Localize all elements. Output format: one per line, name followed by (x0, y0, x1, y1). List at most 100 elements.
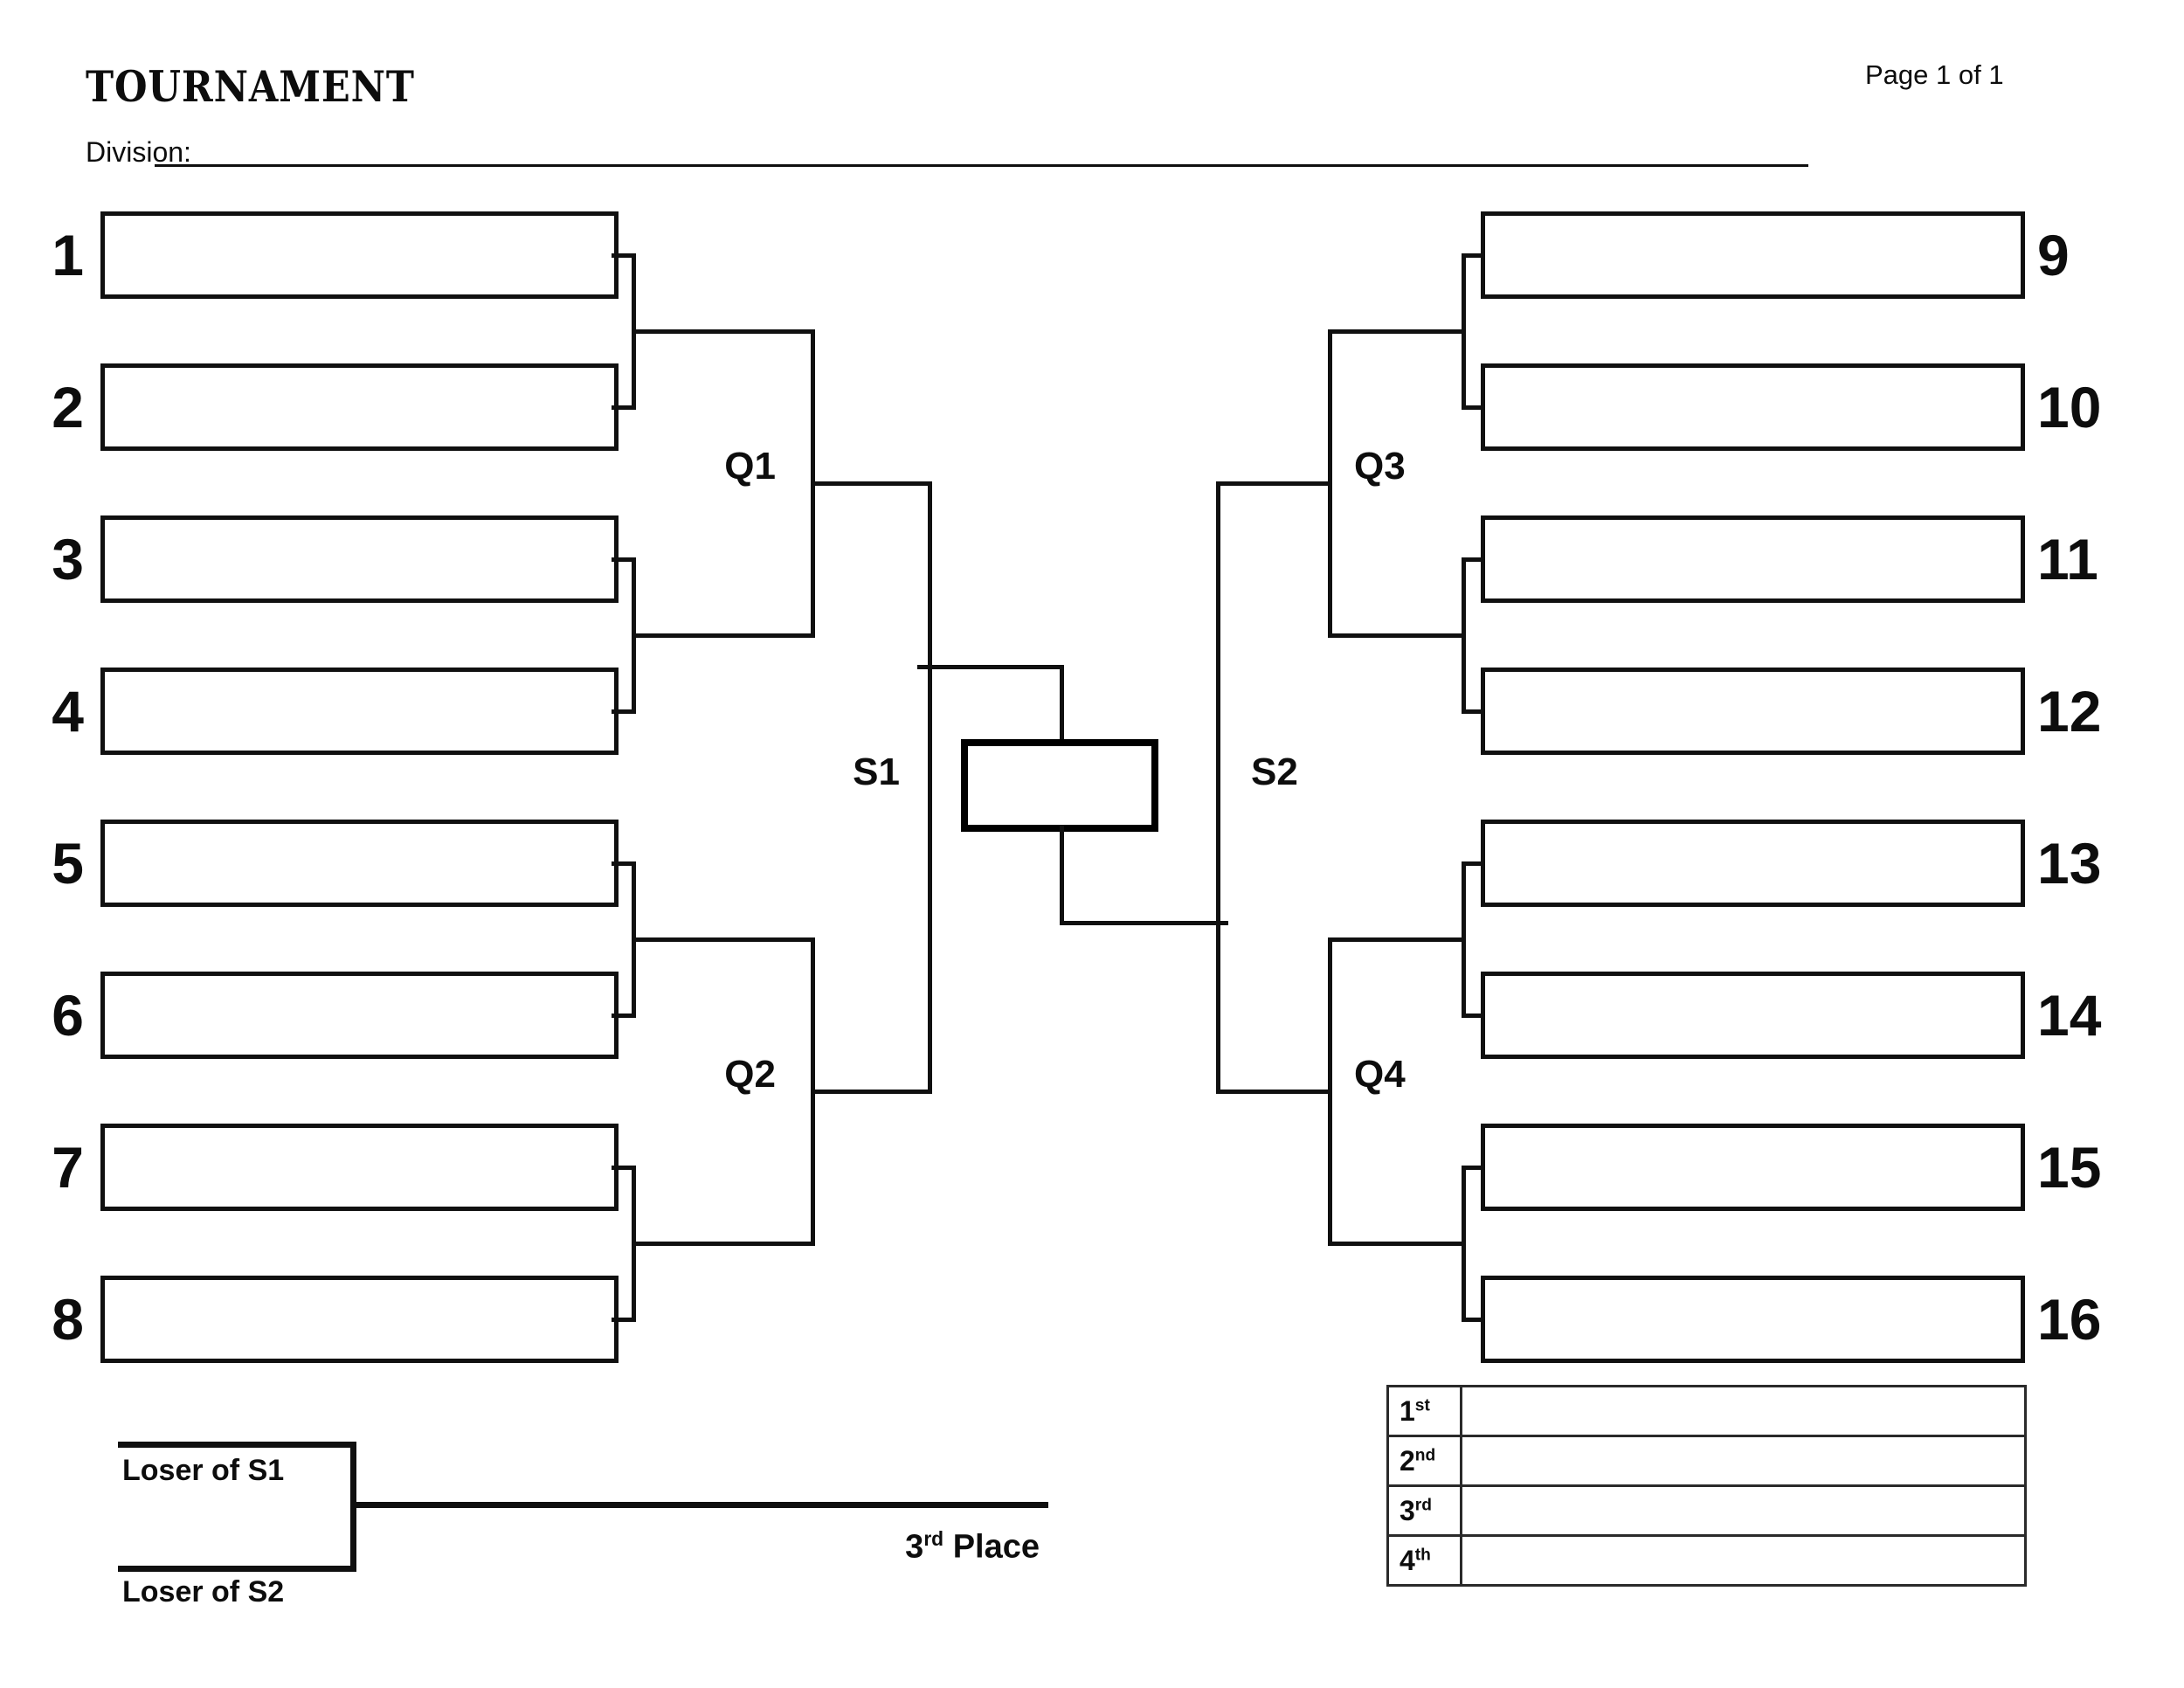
entry-box-seed-6[interactable] (100, 972, 619, 1059)
third-place-ordinal-suffix: rd (923, 1527, 944, 1550)
connector-line (1060, 921, 1228, 925)
connector-line (1462, 253, 1466, 410)
seed-label-15: 15 (2037, 1135, 2102, 1200)
seed-label-4: 4 (52, 679, 84, 744)
entry-box-seed-9[interactable] (1481, 211, 2025, 299)
connector-line (632, 937, 815, 942)
placing-rank-3rd: 3rd (1386, 1484, 1462, 1537)
connector-line (1462, 1013, 1485, 1018)
seed-label-12: 12 (2037, 679, 2102, 744)
entry-box-seed-4[interactable] (100, 668, 619, 755)
connector-line (1328, 937, 1466, 942)
entry-box-seed-8[interactable] (100, 1276, 619, 1363)
connector-line (1462, 709, 1485, 714)
connector-line (632, 633, 815, 638)
connector-line (612, 861, 636, 866)
placing-value-4th[interactable] (1460, 1534, 2027, 1587)
connector-line (1462, 405, 1485, 410)
rank-suffix: st (1414, 1395, 1430, 1415)
rank-suffix: th (1414, 1545, 1431, 1564)
page-title: TOURNAMENT (86, 61, 415, 112)
placing-table: 1st 2nd 3rd 4th (1386, 1385, 2027, 1587)
connector-line (811, 481, 932, 486)
seed-label-6: 6 (52, 983, 84, 1048)
rank-number: 4 (1400, 1544, 1415, 1576)
placing-rank-1st: 1st (1386, 1385, 1462, 1437)
connector-line (1328, 1242, 1466, 1246)
match-label-q1: Q1 (724, 445, 776, 488)
placing-value-3rd[interactable] (1460, 1484, 2027, 1537)
division-label: Division: (86, 136, 191, 168)
connector-line (1462, 1318, 1485, 1322)
match-label-s1: S1 (853, 751, 900, 793)
connector-line (612, 1318, 636, 1322)
placing-value-2nd[interactable] (1460, 1435, 2027, 1487)
seed-label-11: 11 (2037, 527, 2098, 591)
connector-line (1462, 861, 1485, 866)
connector-line (1462, 557, 1485, 562)
connector-line (1328, 329, 1466, 334)
seed-label-13: 13 (2037, 831, 2102, 896)
match-label-s2: S2 (1251, 751, 1298, 793)
connector-line (612, 709, 636, 714)
champion-box[interactable] (961, 739, 1158, 832)
seed-label-8: 8 (52, 1287, 84, 1352)
entry-box-seed-3[interactable] (100, 515, 619, 603)
entry-box-seed-5[interactable] (100, 820, 619, 907)
seed-label-5: 5 (52, 831, 84, 896)
connector-line (612, 405, 636, 410)
connector-line (632, 1242, 815, 1246)
placing-value-1st[interactable] (1460, 1385, 2027, 1437)
entry-box-seed-1[interactable] (100, 211, 619, 299)
connector-line (917, 665, 1064, 669)
rank-number: 2 (1400, 1444, 1415, 1477)
seed-label-9: 9 (2037, 223, 2070, 287)
connector-line (928, 481, 932, 1094)
connector-line (1462, 253, 1485, 258)
third-place-label: 3rd Place (786, 1527, 1040, 1567)
connector-line (1216, 1090, 1332, 1094)
connector-line (1060, 665, 1064, 744)
connector-line (612, 253, 636, 258)
connector-line (1216, 481, 1220, 1094)
connector-line (1216, 481, 1332, 486)
match-label-q4: Q4 (1354, 1053, 1406, 1096)
seed-label-3: 3 (52, 527, 84, 591)
division-input-line[interactable] (155, 164, 1808, 167)
placing-rank-4th: 4th (1386, 1534, 1462, 1587)
page-number: Page 1 of 1 (1865, 59, 2004, 90)
seed-label-7: 7 (52, 1135, 84, 1200)
seed-label-16: 16 (2037, 1287, 2102, 1352)
rank-suffix: rd (1414, 1495, 1432, 1514)
seed-label-2: 2 (52, 375, 84, 439)
rank-number: 1 (1400, 1394, 1415, 1427)
entry-box-seed-10[interactable] (1481, 363, 2025, 451)
entry-box-seed-13[interactable] (1481, 820, 2025, 907)
entry-box-seed-16[interactable] (1481, 1276, 2025, 1363)
connector-line (811, 1090, 932, 1094)
entry-box-seed-2[interactable] (100, 363, 619, 451)
third-place-word: Place (952, 1528, 1040, 1566)
connector-line (1328, 633, 1466, 638)
entry-box-seed-15[interactable] (1481, 1124, 2025, 1211)
connector-line (1462, 1166, 1485, 1170)
match-label-q3: Q3 (1354, 445, 1406, 488)
connector-line (612, 1013, 636, 1018)
connector-line (1328, 329, 1332, 638)
connector-line (1328, 937, 1332, 1246)
connector-line (1462, 557, 1466, 714)
connector-line (612, 557, 636, 562)
table-row: 3rd (1386, 1484, 2027, 1537)
entry-box-seed-11[interactable] (1481, 515, 2025, 603)
rank-number: 3 (1400, 1494, 1415, 1526)
seed-label-1: 1 (52, 223, 84, 287)
entry-box-seed-7[interactable] (100, 1124, 619, 1211)
loser-of-s2-label: Loser of S2 (122, 1575, 285, 1608)
entry-box-seed-12[interactable] (1481, 668, 2025, 755)
seed-label-10: 10 (2037, 375, 2102, 439)
match-label-q2: Q2 (724, 1053, 776, 1096)
entry-box-seed-14[interactable] (1481, 972, 2025, 1059)
rank-suffix: nd (1414, 1445, 1436, 1464)
connector-line (612, 1166, 636, 1170)
